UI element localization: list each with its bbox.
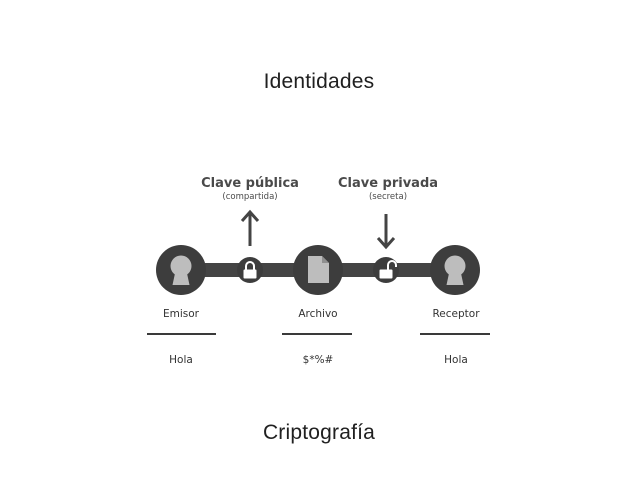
receptor-label: Receptor	[432, 308, 480, 320]
archivo-label: Archivo	[298, 308, 337, 320]
archivo-message: $*%#	[303, 354, 334, 366]
public-key-note: (compartida)	[222, 192, 277, 202]
archivo-node	[293, 245, 343, 295]
receptor-node	[430, 245, 480, 295]
receptor-person-icon	[444, 255, 466, 285]
emisor-node	[156, 245, 206, 295]
emisor-message: Hola	[169, 354, 193, 366]
lock-open-icon	[379, 260, 397, 279]
document-icon	[308, 256, 329, 283]
private-key-label: Clave privada	[338, 176, 438, 191]
lock-closed-icon	[243, 261, 257, 279]
lock-closed-node	[237, 257, 263, 283]
slide-title: Identidades	[263, 70, 375, 93]
emisor-label: Emisor	[163, 308, 200, 320]
arrow-up-icon	[240, 209, 260, 246]
private-key-note: (secreta)	[369, 192, 407, 202]
slide-footer: Criptografía	[262, 421, 376, 444]
arrow-down-icon	[376, 214, 396, 250]
public-key-label: Clave pública	[201, 176, 299, 191]
receptor-message: Hola	[444, 354, 468, 366]
emisor-person-icon	[170, 255, 192, 285]
lock-open-node	[373, 257, 399, 283]
